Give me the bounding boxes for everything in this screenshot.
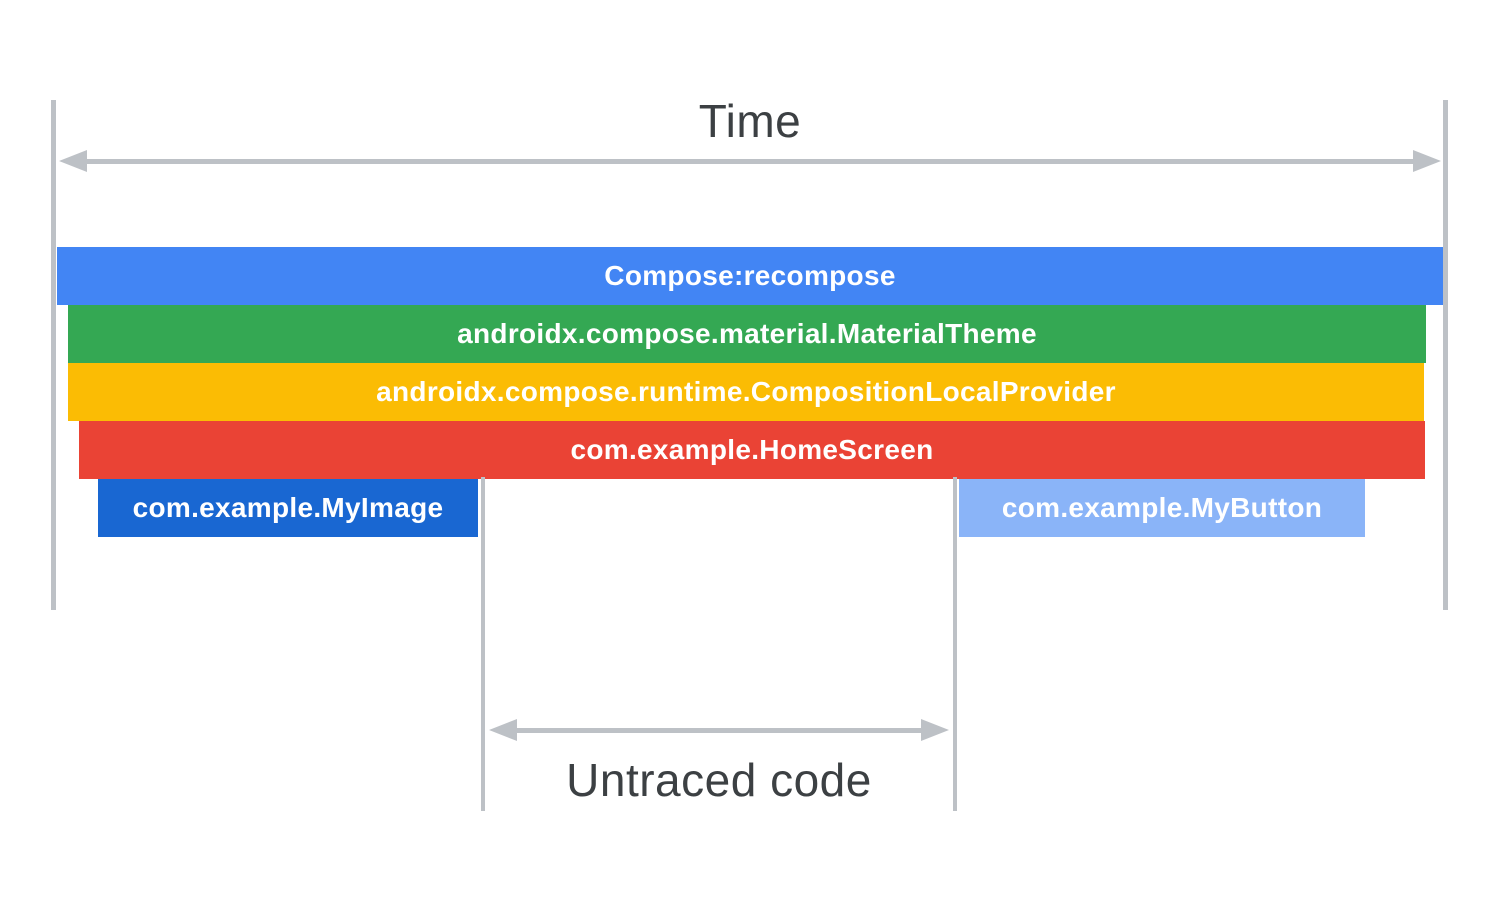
trace-bar-composition-local-provider: androidx.compose.runtime.CompositionLoca… — [68, 363, 1424, 421]
untraced-code-label: Untraced code — [566, 754, 872, 806]
trace-bar-label: com.example.MyButton — [1001, 492, 1323, 523]
untraced-span-arrow — [489, 718, 949, 742]
time-axis-label: Time — [698, 95, 802, 147]
trace-bar-home-screen: com.example.HomeScreen — [79, 421, 1425, 479]
trace-start-boundary-line — [51, 100, 56, 610]
trace-bar-label: Compose:recompose — [604, 260, 896, 291]
arrow-right-head-icon — [1413, 150, 1441, 172]
arrow-right-head-icon — [921, 719, 949, 741]
trace-bar-material-theme: androidx.compose.material.MaterialTheme — [68, 305, 1426, 363]
trace-bar-my-button: com.example.MyButton — [959, 479, 1365, 537]
trace-bar-label: androidx.compose.material.MaterialTheme — [457, 318, 1037, 349]
time-span-arrow — [59, 149, 1441, 173]
trace-bar-label: androidx.compose.runtime.CompositionLoca… — [376, 376, 1116, 407]
trace-bar-label: com.example.HomeScreen — [570, 434, 934, 465]
trace-bar-compose-recompose: Compose:recompose — [57, 247, 1443, 305]
untraced-end-boundary-line — [953, 477, 957, 811]
arrow-shaft — [81, 158, 1419, 164]
arrow-shaft — [511, 727, 927, 733]
trace-bar-label: com.example.MyImage — [132, 492, 444, 523]
trace-bar-my-image: com.example.MyImage — [98, 479, 478, 537]
untraced-start-boundary-line — [481, 477, 485, 811]
trace-end-boundary-line — [1443, 100, 1448, 610]
arrow-left-head-icon — [59, 150, 87, 172]
arrow-left-head-icon — [489, 719, 517, 741]
